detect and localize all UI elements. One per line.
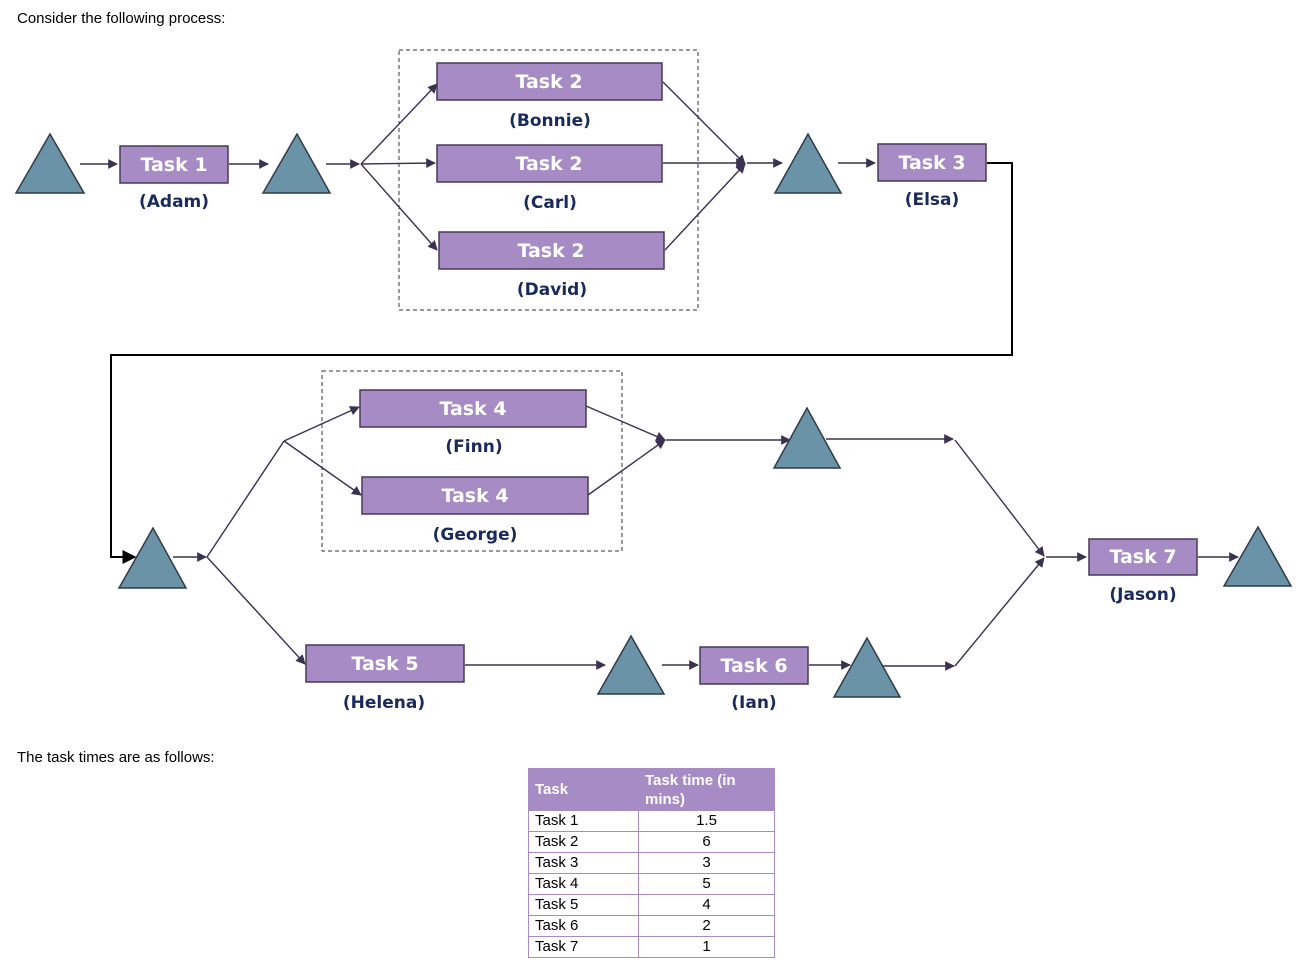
worker-label: (Adam) — [139, 192, 209, 212]
table-cell-time: 1 — [638, 936, 775, 958]
task-times-table: Task Task time (in mins) Task 1 1.5 Task… — [528, 768, 775, 958]
task-label: Task 3 — [898, 152, 965, 174]
task-box-david — [438, 231, 665, 270]
worker-label: (David) — [517, 280, 587, 300]
table-row: Task 6 2 — [528, 915, 775, 937]
table-cell-task: Task 4 — [528, 873, 639, 895]
flow-arrow — [360, 158, 436, 169]
flow-arrow — [954, 557, 1045, 667]
row-connector-line — [110, 162, 1013, 564]
worker-label: (George) — [433, 525, 518, 545]
task-2-group-frame — [398, 49, 699, 311]
task-box-george — [361, 476, 589, 515]
table-cell-task: Task 7 — [528, 936, 639, 958]
flow-arrow — [283, 406, 360, 442]
flow-arrow — [360, 83, 438, 165]
flow-arrow — [283, 440, 362, 496]
task-4-group-frame — [321, 370, 623, 552]
table-row: Task 2 6 — [528, 831, 775, 853]
triangle-icon — [1222, 525, 1293, 587]
table-cell-time: 3 — [638, 852, 775, 874]
task-label: Task 2 — [515, 71, 582, 93]
table-row: Task 3 3 — [528, 852, 775, 874]
task-box-ian — [699, 646, 809, 685]
triangle-icon — [772, 406, 842, 469]
table-row: Task 1 1.5 — [528, 810, 775, 832]
task-label: Task 2 — [515, 153, 582, 175]
flow-arrow — [954, 439, 1045, 557]
table-cell-time: 4 — [638, 894, 775, 916]
table-row: Task 4 5 — [528, 873, 775, 895]
task-box-elsa — [877, 143, 987, 182]
task-label: Task 4 — [439, 398, 506, 420]
worker-label: (Helena) — [343, 693, 425, 713]
task-box-finn — [359, 389, 587, 428]
worker-label: (Jason) — [1109, 585, 1176, 605]
table-row: Task 5 4 — [528, 894, 775, 916]
worker-label: (Carl) — [523, 193, 577, 213]
task-label: Task 6 — [720, 655, 787, 677]
flow-arrow — [585, 405, 666, 442]
intro-caption: Consider the following process: — [17, 10, 226, 27]
worker-label: (Ian) — [731, 693, 776, 713]
table-row: Task 7 1 — [528, 936, 775, 958]
times-caption: The task times are as follows: — [17, 749, 215, 766]
task-box-helena — [305, 644, 465, 683]
task-label: Task 5 — [351, 653, 418, 675]
table-cell-time: 6 — [638, 831, 775, 853]
flow-arrow — [662, 81, 746, 165]
task-box-adam — [119, 145, 229, 184]
triangle-icon — [14, 132, 86, 194]
worker-label: (Elsa) — [905, 190, 960, 210]
table-cell-task: Task 6 — [528, 915, 639, 937]
table-cell-time: 2 — [638, 915, 775, 937]
table-cell-time: 1.5 — [638, 810, 775, 832]
table-cell-task: Task 3 — [528, 852, 639, 874]
flow-arrow — [587, 439, 666, 496]
triangle-icon — [596, 634, 666, 695]
task-box-carl — [436, 144, 663, 183]
task-label: Task 7 — [1109, 546, 1176, 568]
table-header-task: Task — [528, 768, 639, 811]
flow-arrow — [206, 556, 306, 665]
task-box-bonnie — [436, 62, 663, 101]
flow-line — [206, 440, 285, 558]
flow-arrow — [664, 163, 746, 251]
table-cell-time: 5 — [638, 873, 775, 895]
table-cell-task: Task 1 — [528, 810, 639, 832]
triangle-icon — [832, 636, 902, 698]
task-label: Task 1 — [140, 154, 207, 176]
triangle-icon — [261, 132, 332, 194]
task-label: Task 4 — [441, 485, 508, 507]
flow-arrow — [360, 163, 438, 251]
task-box-jason — [1088, 538, 1198, 576]
table-cell-task: Task 2 — [528, 831, 639, 853]
table-header-row: Task Task time (in mins) — [528, 768, 775, 811]
task-label: Task 2 — [517, 240, 584, 262]
triangle-icon — [117, 526, 188, 589]
worker-label: (Finn) — [445, 437, 502, 457]
table-cell-task: Task 5 — [528, 894, 639, 916]
table-header-time: Task time (in mins) — [638, 768, 775, 811]
worker-label: (Bonnie) — [509, 111, 591, 131]
triangle-icon — [773, 132, 843, 194]
